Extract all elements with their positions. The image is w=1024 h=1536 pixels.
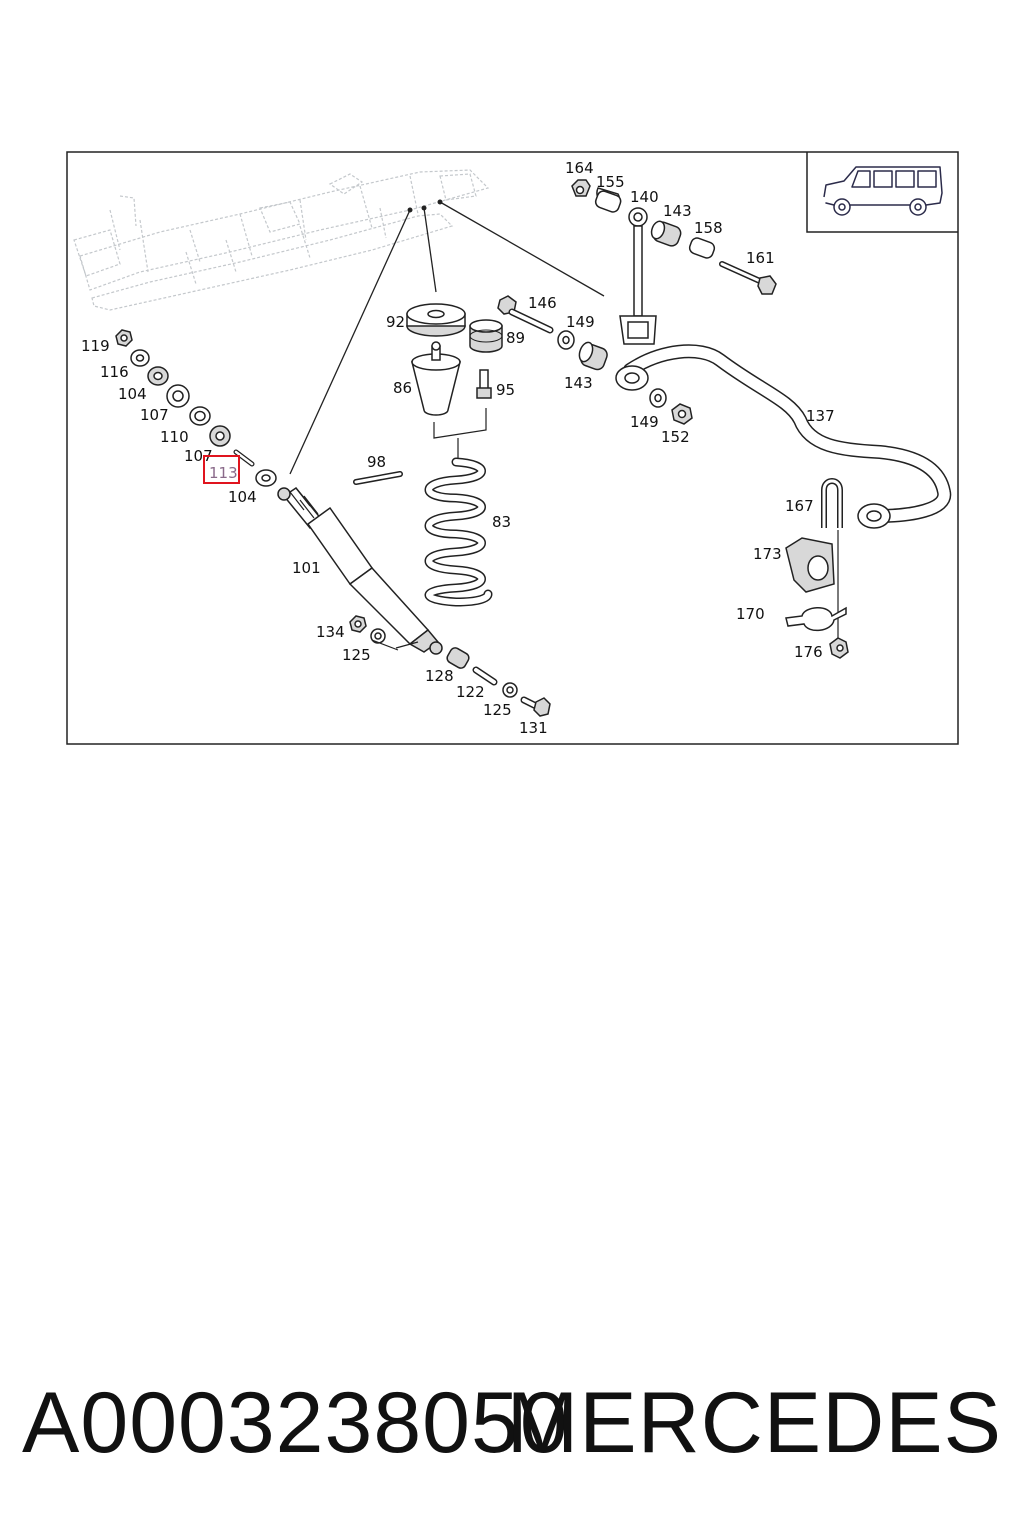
callout-label: 104 bbox=[228, 488, 257, 506]
callout-label: 173 bbox=[753, 545, 782, 563]
callout-label: 125 bbox=[483, 701, 512, 719]
shock-absorber bbox=[277, 486, 443, 655]
callout-label: 119 bbox=[81, 337, 110, 355]
callout-labels: 164 155 140 143 158 161 146 149 92 89 86… bbox=[81, 159, 835, 737]
stabilizer-link bbox=[619, 207, 657, 345]
callout-label: 143 bbox=[564, 374, 593, 392]
upper-mount-stack bbox=[115, 329, 277, 487]
top-hardware bbox=[571, 179, 777, 295]
stabilizer-bar bbox=[615, 344, 952, 529]
callout-label: 83 bbox=[492, 513, 511, 531]
exploded-parts-diagram: 164 155 140 143 158 161 146 149 92 89 86… bbox=[66, 151, 959, 745]
callout-label: 176 bbox=[794, 643, 823, 661]
callout-label: 101 bbox=[292, 559, 321, 577]
leader-lines bbox=[289, 199, 605, 475]
callout-label: 125 bbox=[342, 646, 371, 664]
highlight-box bbox=[203, 455, 240, 484]
callout-label: 92 bbox=[386, 313, 405, 331]
chassis-frame bbox=[73, 169, 490, 311]
callout-label: 110 bbox=[160, 428, 189, 446]
callout-label: 164 bbox=[565, 159, 594, 177]
lower-mount-hardware bbox=[349, 615, 551, 717]
callout-label: 137 bbox=[806, 407, 835, 425]
spring-pin bbox=[353, 471, 403, 485]
callout-label: 128 bbox=[425, 667, 454, 685]
callout-label: 116 bbox=[100, 363, 129, 381]
callout-label: 89 bbox=[506, 329, 525, 347]
callout-label: 134 bbox=[316, 623, 345, 641]
callout-label: 149 bbox=[630, 413, 659, 431]
callout-label: 86 bbox=[393, 379, 412, 397]
vehicle-thumbnail bbox=[806, 152, 958, 233]
footer: A0003238050 MERCEDES bbox=[0, 1368, 1024, 1478]
callout-label: 131 bbox=[519, 719, 548, 737]
callout-label: 155 bbox=[596, 173, 625, 191]
callout-label-highlighted: 113 bbox=[209, 464, 238, 482]
diagram-border bbox=[66, 151, 959, 745]
mount-hardware bbox=[497, 295, 693, 425]
callout-label: 98 bbox=[367, 453, 386, 471]
callout-label: 158 bbox=[694, 219, 723, 237]
callout-label: 143 bbox=[663, 202, 692, 220]
callout-label: 170 bbox=[736, 605, 765, 623]
callout-label: 107 bbox=[184, 447, 213, 465]
callout-label: 161 bbox=[746, 249, 775, 267]
bump-stop-parts bbox=[406, 303, 503, 439]
callout-label: 152 bbox=[661, 428, 690, 446]
coil-spring bbox=[424, 438, 493, 607]
clamp-parts bbox=[785, 478, 849, 659]
callout-label: 104 bbox=[118, 385, 147, 403]
part-number: A0003238050 bbox=[22, 1375, 569, 1471]
callout-label: 122 bbox=[456, 683, 485, 701]
callout-label: 107 bbox=[140, 406, 169, 424]
callout-label: 146 bbox=[528, 294, 557, 312]
callout-label: 149 bbox=[566, 313, 595, 331]
callout-label: 95 bbox=[496, 381, 515, 399]
brand-name: MERCEDES bbox=[506, 1375, 1002, 1471]
callout-label: 140 bbox=[630, 188, 659, 206]
callout-label: 167 bbox=[785, 497, 814, 515]
